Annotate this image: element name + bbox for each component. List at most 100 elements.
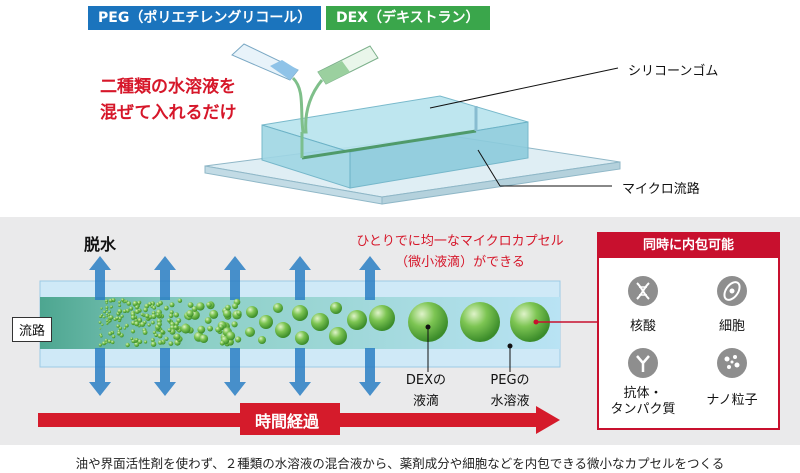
headline-line1: 二種類の水溶液を — [100, 77, 236, 97]
droplet — [152, 330, 157, 335]
droplet — [177, 298, 183, 303]
droplet — [196, 302, 205, 311]
droplet — [104, 338, 108, 342]
droplet — [152, 305, 157, 310]
droplet — [215, 326, 222, 333]
droplet — [118, 326, 123, 330]
time-label: 時間経過 — [254, 412, 319, 431]
droplet — [143, 307, 148, 313]
droplet — [98, 321, 102, 324]
droplet — [151, 313, 157, 319]
droplet — [135, 305, 139, 310]
droplet — [231, 321, 238, 328]
droplet — [158, 340, 163, 345]
droplet — [125, 308, 130, 313]
droplet — [105, 312, 109, 316]
droplet — [168, 313, 174, 319]
droplet — [173, 312, 179, 318]
droplet — [121, 298, 125, 302]
micro-channel — [301, 129, 477, 160]
droplet — [199, 334, 209, 344]
droplet — [129, 306, 134, 311]
droplet — [125, 300, 128, 303]
droplet — [176, 318, 182, 323]
droplet — [164, 336, 169, 341]
droplet — [245, 327, 255, 337]
droplet — [144, 313, 150, 319]
droplet — [137, 301, 142, 305]
droplet — [219, 340, 225, 346]
droplet — [204, 317, 212, 324]
droplet — [117, 331, 122, 336]
droplet — [209, 309, 219, 319]
droplet — [105, 302, 108, 305]
dehydration-arrow-up — [289, 256, 311, 300]
droplet — [100, 307, 103, 310]
droplet — [158, 300, 163, 306]
droplet — [191, 306, 198, 312]
droplet — [134, 321, 140, 327]
droplet — [131, 339, 136, 344]
droplet — [130, 312, 136, 317]
droplet — [108, 331, 113, 336]
droplet — [167, 328, 172, 333]
droplet — [169, 302, 175, 308]
peg-tag: PEG（ポリエチレングリコール） — [88, 6, 322, 30]
caption: 油や界面活性剤を使わず、２種類の水溶液の混合液から、薬剤成分や細胞などを内包でき… — [75, 456, 725, 471]
dehydration-arrow-down — [89, 348, 111, 396]
dex-droplet-label: DEXの 液滴 — [396, 370, 456, 412]
droplet — [102, 315, 106, 319]
droplet — [111, 334, 116, 339]
droplet — [134, 309, 140, 314]
droplet — [150, 338, 155, 342]
droplet — [123, 327, 127, 330]
droplet — [103, 310, 106, 314]
droplet — [101, 323, 104, 326]
uniform-capsule-label: ひとりでに均一なマイクロカプセル （微小液滴）ができる — [335, 231, 585, 273]
droplet — [154, 333, 158, 338]
droplet — [132, 300, 138, 307]
droplet — [174, 333, 181, 340]
droplet — [259, 315, 273, 329]
panel-item-label: 核酸 — [629, 319, 656, 334]
droplet — [151, 320, 155, 325]
panel-item-label: ナノ粒子 — [706, 393, 758, 408]
panel-item-label: 細胞 — [718, 319, 745, 334]
droplet — [144, 340, 148, 344]
droplet — [142, 330, 148, 335]
uniform-line2: （微小液滴）ができる — [395, 255, 525, 270]
droplet — [174, 321, 179, 326]
droplet — [109, 315, 114, 320]
droplet — [157, 321, 162, 327]
dex-tag: DEX（デキストラン） — [326, 6, 490, 30]
dehydration-arrow-down — [154, 348, 176, 396]
peg-pipette — [231, 43, 299, 81]
droplet — [102, 341, 106, 346]
droplet — [157, 333, 163, 339]
droplet — [295, 331, 309, 345]
droplet — [173, 325, 179, 330]
dex-pipette — [317, 45, 379, 85]
panel-item-label: 抗体・ タンパク質 — [603, 386, 683, 418]
dehydration-arrow-up — [224, 256, 246, 300]
droplet — [137, 318, 142, 323]
droplet — [108, 310, 111, 314]
droplet — [140, 321, 146, 327]
dehydration-arrow-down — [224, 348, 246, 396]
encapsulation-panel: 同時に内包可能 核酸 細胞 抗体・ タンパク質 ナノ粒子 — [597, 232, 780, 430]
antibody-label-line2: タンパク質 — [610, 402, 676, 417]
droplet — [105, 306, 109, 309]
antibody-label-line1: 抗体・ — [623, 386, 663, 401]
droplet — [236, 310, 242, 316]
device-illustration — [204, 43, 621, 205]
droplet — [156, 312, 160, 317]
droplet — [150, 341, 157, 347]
droplet — [116, 324, 120, 328]
droplet — [118, 300, 121, 304]
droplet — [116, 316, 119, 319]
droplet — [329, 327, 347, 345]
droplet — [151, 311, 156, 315]
droplet — [408, 302, 448, 342]
droplet — [126, 301, 132, 306]
